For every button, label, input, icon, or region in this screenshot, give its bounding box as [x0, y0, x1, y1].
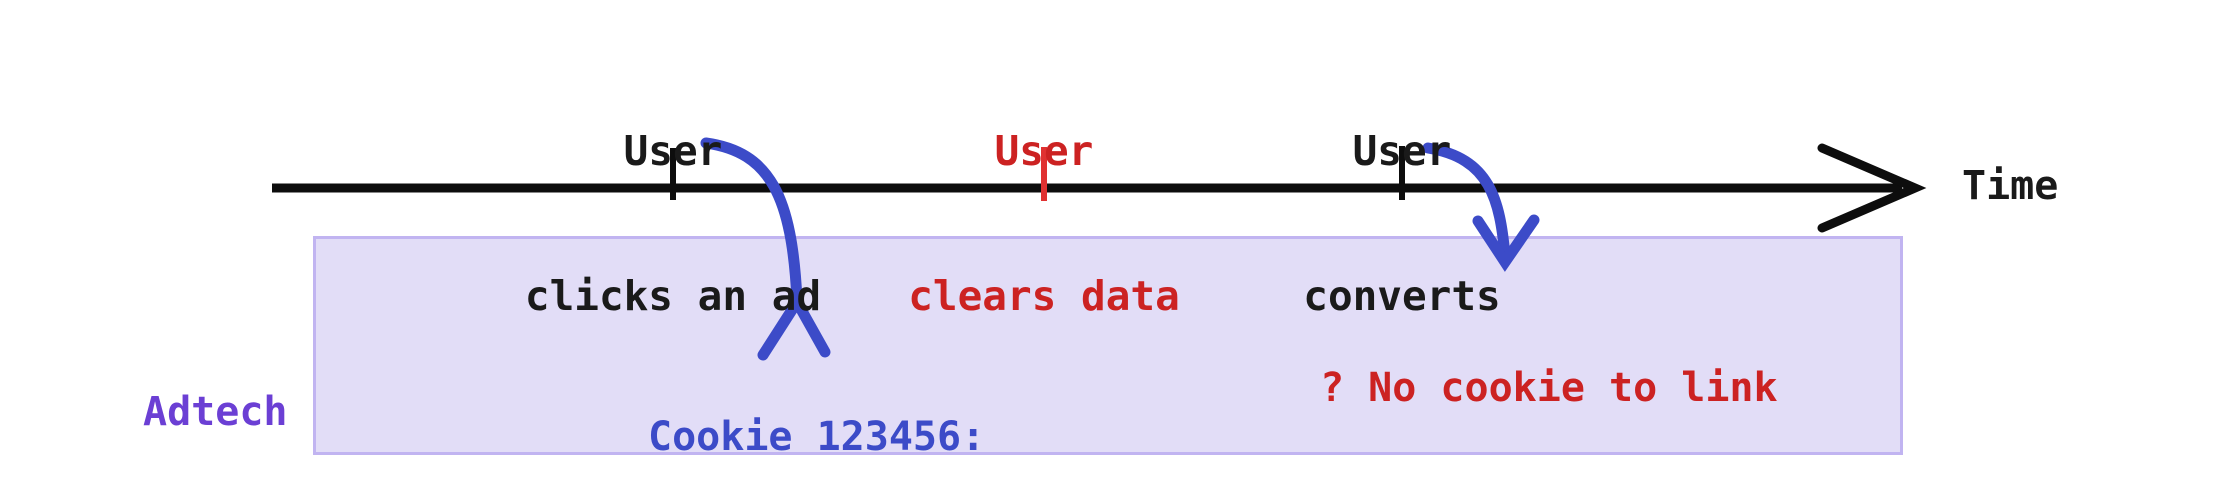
- no-conversion-note: ? No cookie to link this conversion to ⇒…: [1320, 272, 1778, 498]
- event-label-user-clicks-an-ad: User clicks an ad: [525, 30, 821, 417]
- event-label-line2: converts: [1303, 271, 1501, 320]
- failure-note-line1: ? No cookie to link: [1320, 364, 1778, 411]
- time-axis-caption: Time: [1962, 163, 2059, 209]
- adtech-server-label: Adtech server: [143, 287, 288, 498]
- cookie-logged-note: Cookie 123456: Ad clicked: [648, 305, 985, 498]
- time-axis-arrowhead: [1817, 143, 1927, 233]
- event-label-line1: User: [1352, 126, 1452, 175]
- cookie-note-line1: Cookie 123456:: [648, 414, 986, 461]
- event-label-line2: clicks an ad: [524, 271, 822, 320]
- event-label-user-converts: User converts: [1303, 30, 1500, 417]
- event-label-line1: User: [623, 126, 723, 175]
- event-label-line1: User: [994, 126, 1094, 175]
- adtech-server-label-line1: Adtech: [143, 389, 288, 435]
- event-label-line2: clears data: [908, 271, 1180, 320]
- event-label-user-clears-data: User clears data: [908, 30, 1180, 417]
- adtech-server-lane: [313, 236, 1903, 455]
